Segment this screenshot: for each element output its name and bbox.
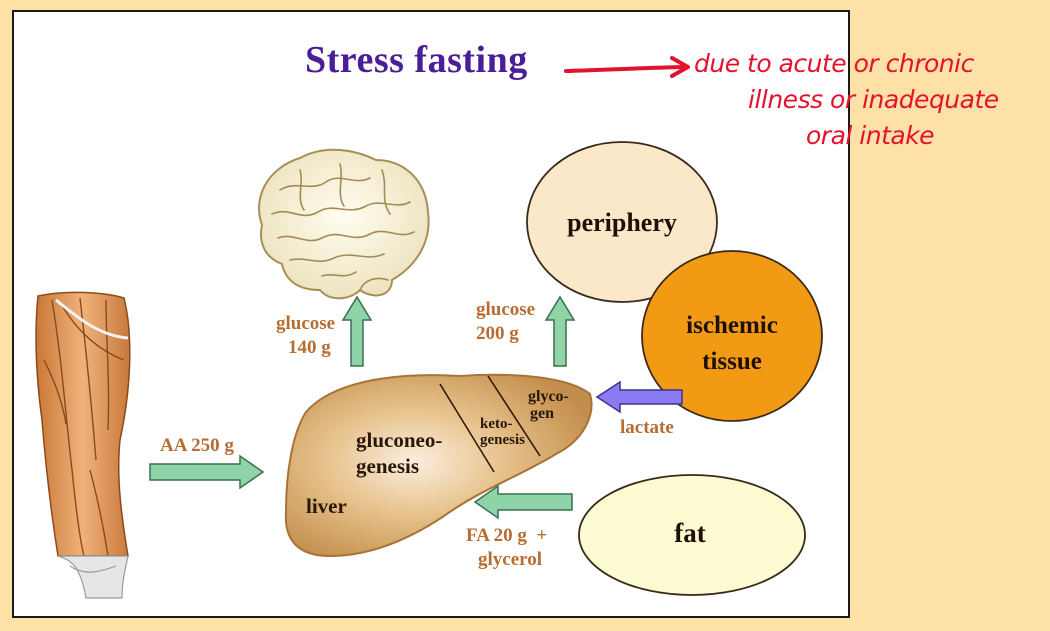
arrow-glucose-to-periphery — [544, 295, 576, 367]
fat-label: fat — [674, 518, 706, 548]
fa-label-line-2: glycerol — [478, 549, 543, 570]
arrow-lactate-to-liver — [595, 380, 683, 414]
gluconeogenesis-label-line-1: gluconeo- — [356, 428, 443, 452]
arrow-fa-to-liver — [473, 484, 573, 520]
periphery-circle — [526, 141, 718, 303]
ketogenesis-label-line-2: genesis — [480, 432, 525, 448]
glucose-brain-label-line-2: 140 g — [288, 337, 331, 358]
ischemic-label-line-1: ischemic — [686, 312, 778, 339]
glycogen-label-line-1: glyco- — [528, 388, 569, 405]
ketogenesis-label-line-1: keto- — [480, 416, 513, 432]
fat-ellipse — [578, 474, 806, 596]
leg-muscle-illustration — [35, 291, 131, 599]
liver-illustration — [284, 373, 593, 558]
gluconeogenesis-label-line-2: genesis — [356, 454, 419, 478]
glycogen-label-line-2: gen — [530, 405, 554, 422]
liver-label: liver — [306, 494, 347, 518]
fa-label-line-1: FA 20 g + — [466, 525, 548, 546]
annotation-arrow — [564, 65, 686, 73]
glucose-brain-label-line-1: glucose — [276, 313, 336, 334]
ischemic-label-line-2: tissue — [702, 348, 762, 375]
glucose-periphery-label-line-2: 200 g — [476, 323, 519, 344]
brain-illustration — [258, 148, 430, 300]
periphery-label: periphery — [567, 208, 677, 237]
arrow-glucose-to-brain — [341, 295, 373, 367]
annotation-line-3: oral intake — [806, 121, 935, 150]
page-title: Stress fasting — [305, 39, 528, 81]
arrow-aa-to-liver — [149, 454, 265, 490]
ischemic-tissue-circle — [641, 250, 823, 422]
annotation-line-1: due to acute or chronic — [694, 49, 974, 78]
glucose-periphery-label-line-1: glucose — [476, 299, 536, 320]
lactate-label: lactate — [620, 417, 674, 438]
annotation-line-2: illness or inadequate — [748, 85, 999, 114]
aa-label: AA 250 g — [160, 435, 234, 456]
